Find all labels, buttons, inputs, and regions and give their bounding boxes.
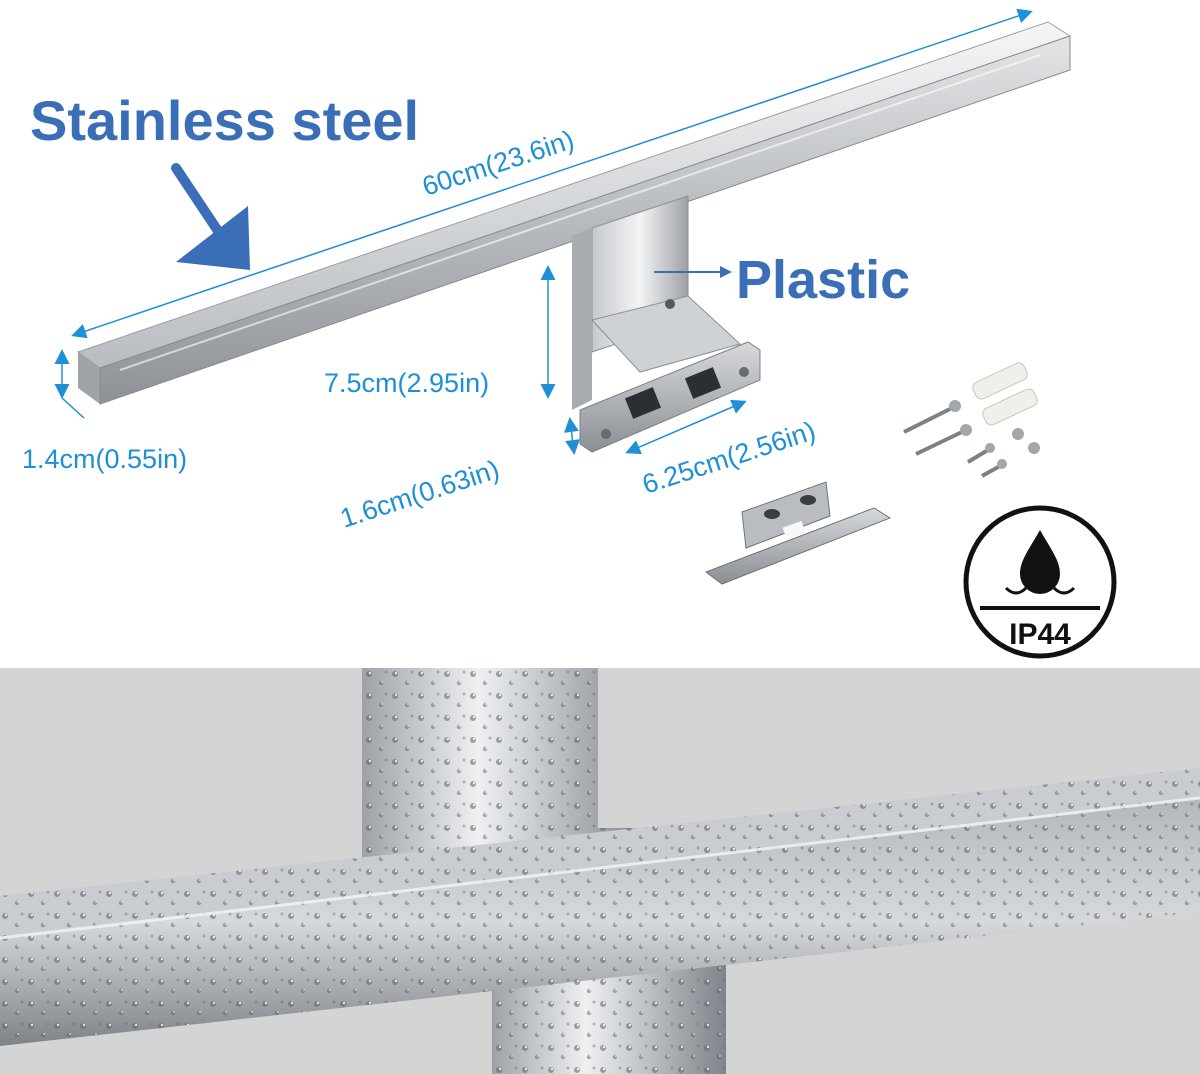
base-thickness-label: 1.6cm(0.63in) — [337, 454, 503, 534]
thickness-dimension-line-2 — [61, 397, 85, 419]
base-thickness-dimension-line — [564, 417, 580, 455]
screws-kit — [903, 362, 1040, 478]
length-dimension-line — [71, 8, 1033, 339]
ip-rating-label: IP44 — [1009, 618, 1071, 651]
bar-thickness-label: 1.4cm(0.55in) — [22, 444, 187, 474]
plastic-label: Plastic — [736, 250, 910, 310]
base-width-dimension-line — [625, 399, 747, 455]
base-width-label: 6.25cm(2.56in) — [639, 416, 820, 500]
stainless-label: Stainless steel — [30, 89, 419, 152]
closeup-photo-panel — [0, 668, 1200, 1074]
wet-lamp-closeup — [0, 668, 1200, 1074]
height-label: 7.5cm(2.95in) — [324, 368, 489, 398]
product-diagram-panel: Stainless steel Plastic 60cm(23.6in) 7.5… — [22, 8, 1117, 659]
stainless-pointer-arrow — [171, 163, 250, 270]
ip44-badge: IP44 — [963, 505, 1117, 659]
mounting-bracket — [704, 481, 892, 585]
water-drop-icon — [1020, 530, 1060, 594]
lamp-diagram: Stainless steel Plastic 60cm(23.6in) 7.5… — [22, 8, 1117, 659]
